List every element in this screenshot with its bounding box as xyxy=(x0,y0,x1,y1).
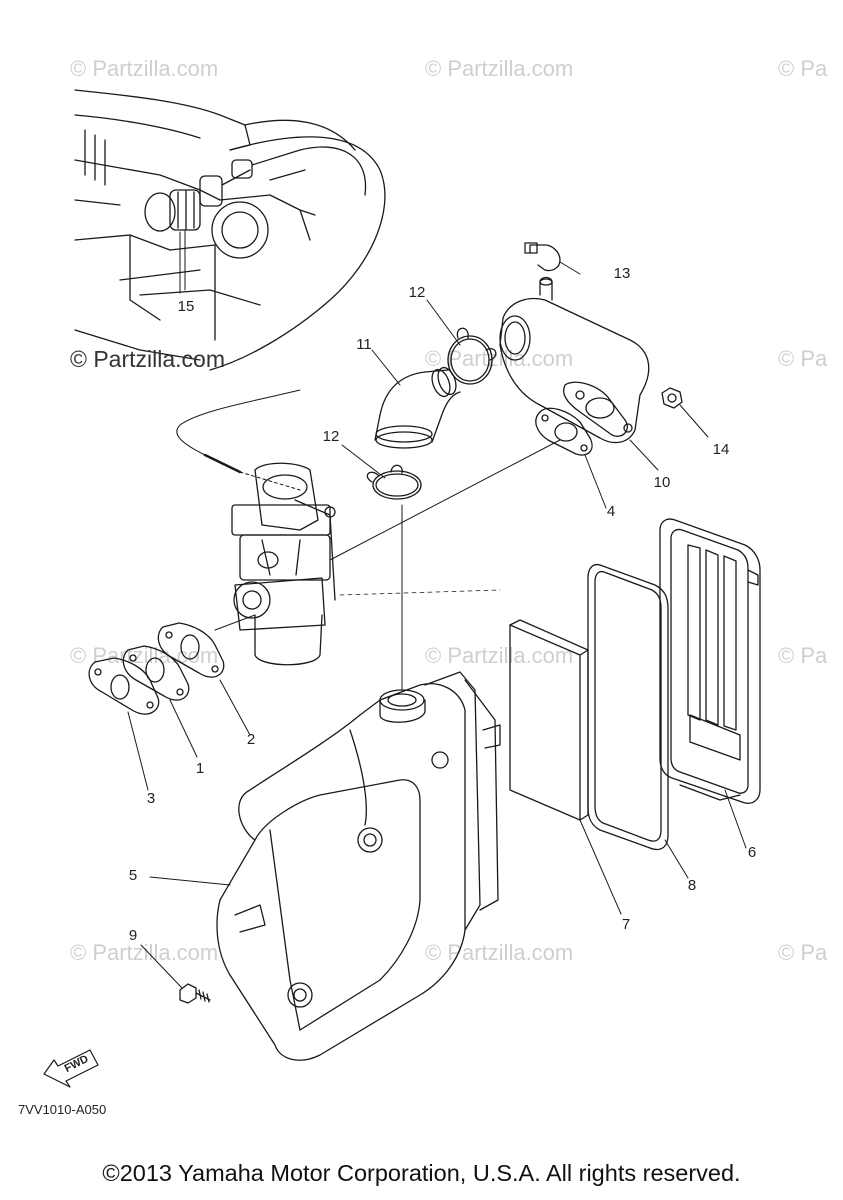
callout-5: 5 xyxy=(128,867,138,884)
nut-part-14 xyxy=(661,387,683,409)
watermark: © Pa xyxy=(778,940,828,965)
filter-element-part-7 xyxy=(509,619,589,821)
gasket-frame-part-8 xyxy=(587,563,669,851)
callout-12-upper: 12 xyxy=(408,284,426,301)
watermark: © Partzilla.com xyxy=(70,643,219,668)
callout-11: 11 xyxy=(356,336,372,353)
copyright-notice: ©2013 Yamaha Motor Corporation, U.S.A. A… xyxy=(102,1160,741,1186)
carburetor xyxy=(231,462,336,666)
watermark: © Partzilla.com xyxy=(425,56,574,81)
callout-3: 3 xyxy=(146,790,156,807)
watermark: © Pa xyxy=(778,346,828,371)
callout-15: 15 xyxy=(177,298,195,315)
watermark-main: © Partzilla.com xyxy=(70,346,225,372)
callout-7: 7 xyxy=(621,916,631,933)
callout-4: 4 xyxy=(606,503,616,520)
leader-lines xyxy=(127,231,747,989)
hose-clamp-lower-part-12 xyxy=(366,464,422,500)
callout-12-lower: 12 xyxy=(322,428,340,445)
callout-14: 14 xyxy=(712,441,730,458)
elbow-hose-part-11 xyxy=(374,366,461,449)
gasket-1 xyxy=(122,645,190,701)
air-cleaner-case-part-5 xyxy=(216,671,501,1061)
hose-clamp-upper-part-12 xyxy=(447,327,497,385)
callout-6: 6 xyxy=(747,844,757,861)
gasket-part-4 xyxy=(535,407,593,456)
watermark: © Pa xyxy=(778,56,828,81)
callout-8: 8 xyxy=(687,877,697,894)
callout-1: 1 xyxy=(195,760,205,777)
cover-part-6 xyxy=(659,518,761,804)
watermark: © Partzilla.com xyxy=(425,643,574,668)
engine-housing xyxy=(74,89,386,371)
gasket-2 xyxy=(157,622,225,678)
fwd-arrow-icon xyxy=(43,1049,99,1088)
watermark: © Partzilla.com xyxy=(70,940,219,965)
diagram-code: 7VV1010-A050 xyxy=(18,1102,107,1117)
gasket-3 xyxy=(88,657,160,715)
choke-knob-part-15 xyxy=(144,146,367,291)
callout-13: 13 xyxy=(613,265,631,282)
intake-joint-part-10 xyxy=(499,276,650,444)
callout-9: 9 xyxy=(128,927,138,944)
watermark: © Pa xyxy=(778,643,828,668)
clip-part-13 xyxy=(524,242,561,272)
watermark: © Partzilla.com xyxy=(70,56,219,81)
bolt-part-9 xyxy=(179,983,211,1004)
callout-10: 10 xyxy=(653,474,671,491)
watermark: © Partzilla.com xyxy=(425,940,574,965)
callout-2: 2 xyxy=(246,731,256,748)
